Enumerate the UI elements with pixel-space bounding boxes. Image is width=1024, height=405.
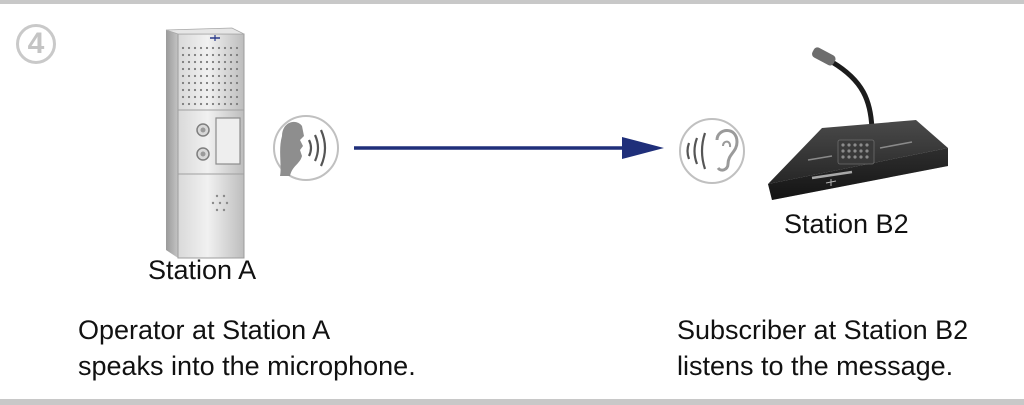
station-a-label: Station A [148,255,257,285]
bottom-divider [0,399,1024,405]
station-b2-label: Station B2 [784,209,909,239]
station-a-description: Operator at Station A speaks into the mi… [78,312,416,384]
speaker-grille [181,46,239,106]
station-a-intercom-device [165,27,245,259]
station-a-description-line: Operator at Station A [78,315,331,345]
station-b2-description-line: listens to the message. [677,351,954,381]
station-b2-description: Subscriber at Station B2 listens to the … [677,312,968,384]
station-b2-desk-console [768,47,948,200]
listening-ear-icon [679,118,745,184]
station-b2-description-line: Subscriber at Station B2 [677,315,969,345]
step-number-badge: 4 [16,24,56,64]
station-a-description-line: speaks into the microphone. [78,351,416,381]
arrow-right-icon [354,137,664,159]
speaking-head-icon [273,115,339,181]
top-divider [0,0,1024,4]
